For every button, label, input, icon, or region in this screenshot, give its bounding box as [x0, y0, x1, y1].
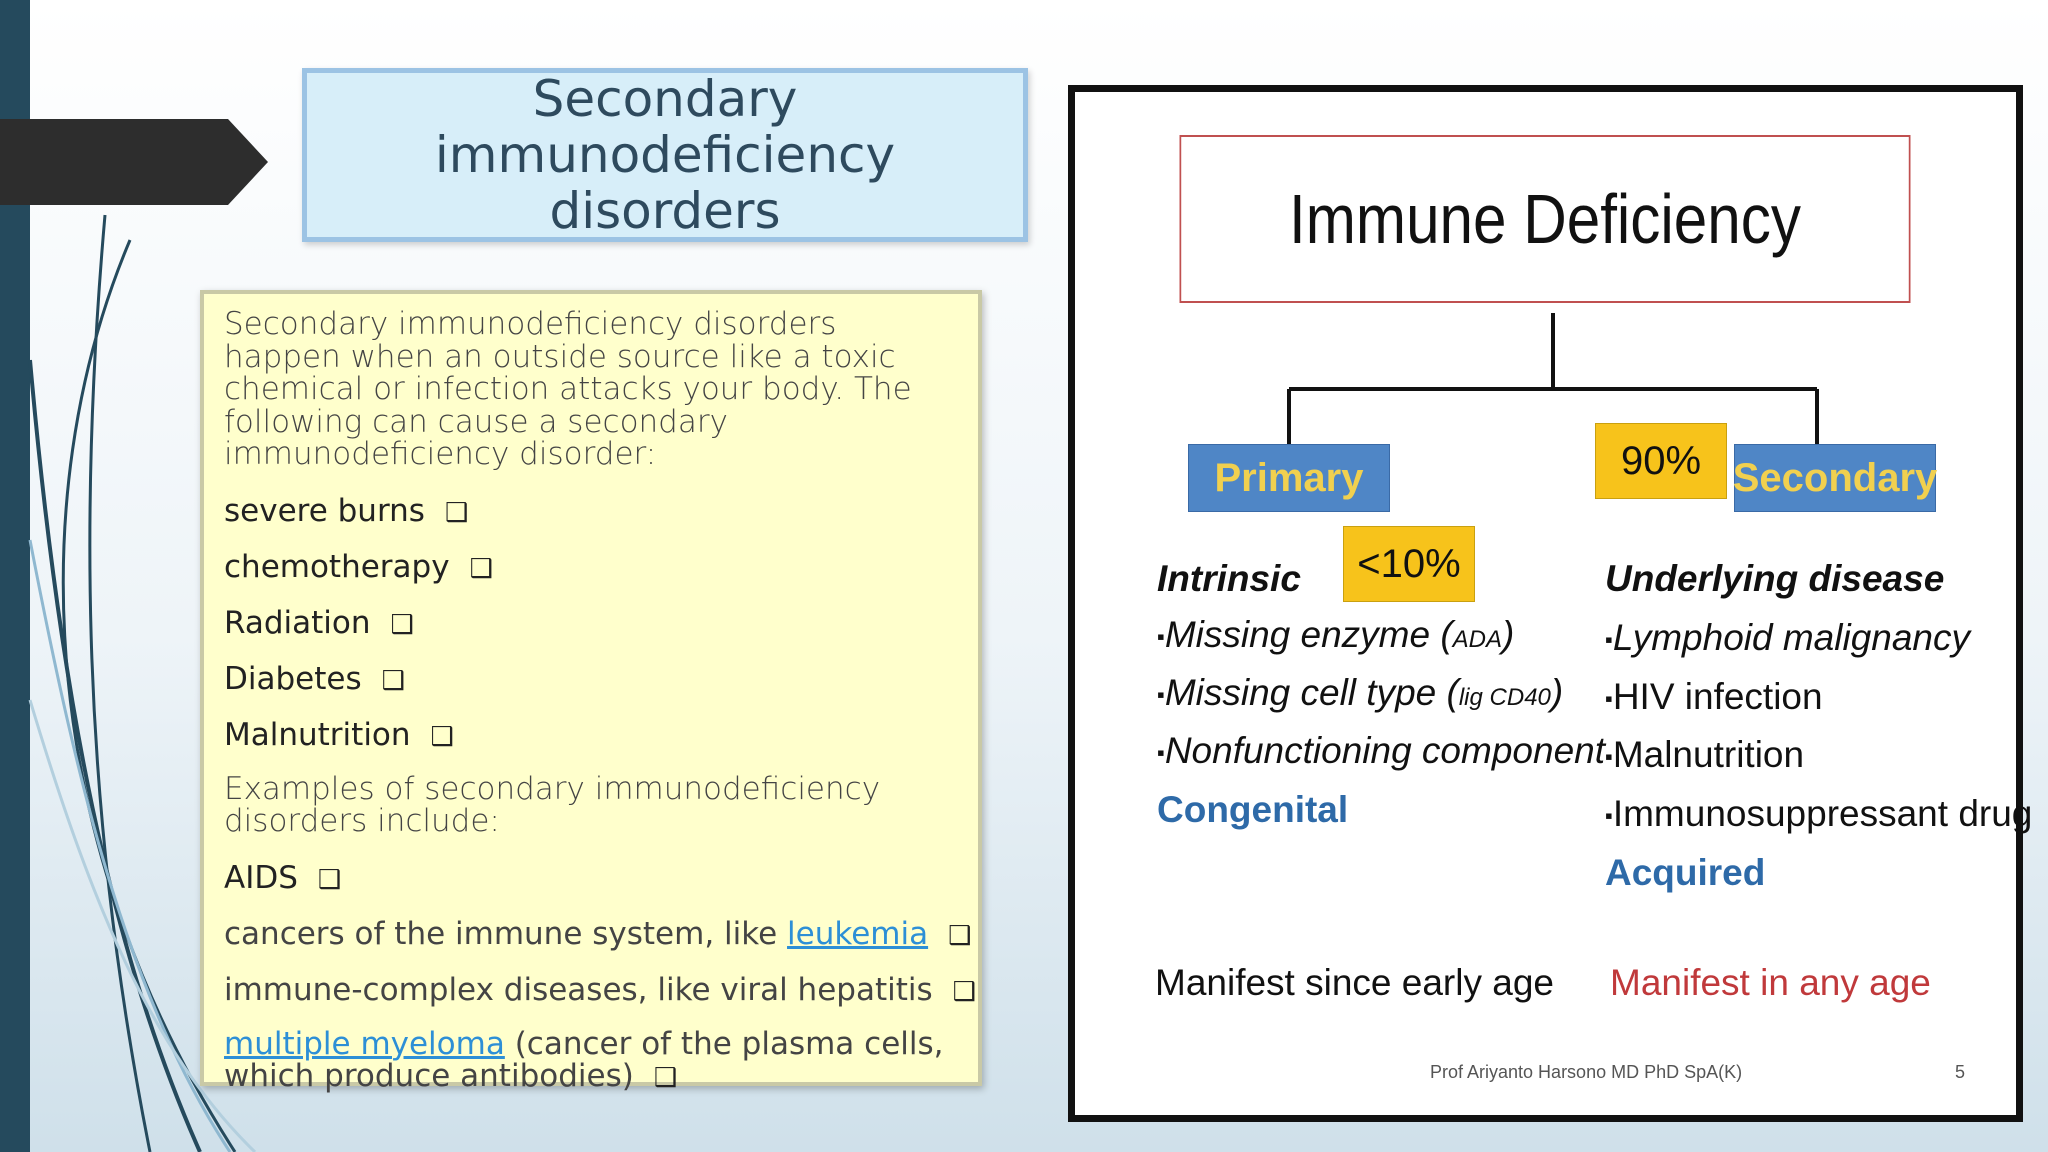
immune-deficiency-diagram: Immune Deficiency Primary Secondary <10%… [1068, 85, 2032, 1122]
example-item: AIDS ❑ [224, 860, 958, 898]
bullet-icon: ▪ [1605, 627, 1613, 653]
examples-intro: Examples of secondary immunodeficiency d… [224, 770, 881, 839]
example-item: immune-complex diseases, like viral hepa… [224, 971, 976, 1010]
left-footer: Manifest since early age [1155, 962, 1554, 1003]
cause-label: chemotherapy [224, 548, 450, 585]
bullet-icon: ▪ [1605, 803, 1613, 829]
cause-label: severe burns [224, 492, 425, 529]
pointer-arrow-shape [0, 119, 268, 205]
cause-item: Diabetes ❑ [224, 661, 958, 699]
intro-paragraph: Secondary immunodeficiency disorders hap… [224, 306, 912, 472]
multiple-myeloma-link[interactable]: multiple myeloma [224, 1025, 505, 1062]
bullet-icon: ▪ [1605, 686, 1613, 712]
bullet-icon: ▪ [1605, 744, 1613, 770]
checkbox-icon: ❑ [469, 553, 493, 584]
left-item: ▪Nonfunctioning component [1157, 730, 1606, 771]
left-item: ▪Missing cell type (lig CD40) [1157, 672, 1564, 713]
checkbox-icon: ❑ [430, 721, 454, 752]
checkbox-icon: ❑ [948, 920, 972, 951]
decorative-curves [28, 214, 257, 1152]
example-myeloma-text: (cancer of the plasma cells, which produ… [224, 1025, 944, 1094]
example-cancers-text: cancers of the immune system, like [224, 915, 788, 952]
example-item: cancers of the immune system, like leuke… [224, 915, 971, 954]
left-item: ▪Missing enzyme (ADA) [1157, 614, 1515, 655]
cause-item: severe burns ❑ [224, 493, 958, 531]
author-credit: Prof Ariyanto Harsono MD PhD SpA(K) [1430, 1062, 1743, 1082]
right-heading: Underlying disease [1605, 558, 1945, 599]
example-immune-complex: immune-complex diseases, like viral hepa… [224, 971, 933, 1008]
right-item: ▪Malnutrition [1605, 734, 1805, 775]
slide-title: Secondary immunodeficiency disorders [302, 68, 1028, 242]
right-footer: Manifest in any age [1610, 962, 1931, 1003]
example-aids: AIDS [224, 859, 298, 896]
cause-label: Radiation [224, 604, 371, 641]
leukemia-link[interactable]: leukemia [787, 915, 929, 952]
checkbox-icon: ❑ [390, 609, 414, 640]
left-heading: Intrinsic [1157, 558, 1301, 599]
bullet-icon: ▪ [1157, 740, 1165, 766]
right-category: Acquired [1605, 852, 1766, 893]
primary-percent-badge: <10% [1343, 526, 1475, 602]
cause-label: Malnutrition [224, 716, 411, 753]
checkbox-icon: ❑ [381, 665, 405, 696]
right-item: ▪HIV infection [1605, 676, 1823, 717]
cause-label: Diabetes [224, 660, 362, 697]
slide-title-line1: Secondary immunodeficiency [434, 70, 896, 184]
primary-box: Primary [1188, 444, 1390, 512]
left-category: Congenital [1157, 789, 1349, 830]
bullet-icon: ▪ [1157, 624, 1165, 650]
bullet-icon: ▪ [1157, 682, 1165, 708]
page-number: 5 [1955, 1062, 1966, 1082]
cause-item: Radiation ❑ [224, 605, 958, 643]
example-item: multiple myeloma (cancer of the plasma c… [224, 1025, 958, 1095]
checkbox-icon: ❑ [952, 976, 976, 1007]
checkbox-icon: ❑ [317, 864, 342, 895]
right-item: ▪Immunosuppressant drug [1605, 793, 2033, 834]
secondary-box: Secondary [1733, 444, 1937, 512]
cause-item: chemotherapy ❑ [224, 549, 958, 587]
diagram-title: Immune Deficiency [1179, 135, 1911, 303]
checkbox-icon: ❑ [653, 1063, 678, 1093]
right-item: ▪Lymphoid malignancy [1605, 617, 1971, 658]
content-panel: Secondary immunodeficiency disorders hap… [200, 290, 982, 1093]
cause-item: Malnutrition ❑ [224, 717, 958, 755]
slide-title-line2: disorders [549, 182, 781, 240]
secondary-percent-badge: 90% [1595, 423, 1727, 499]
checkbox-icon: ❑ [444, 497, 469, 528]
tree-connectors [1287, 313, 1819, 444]
